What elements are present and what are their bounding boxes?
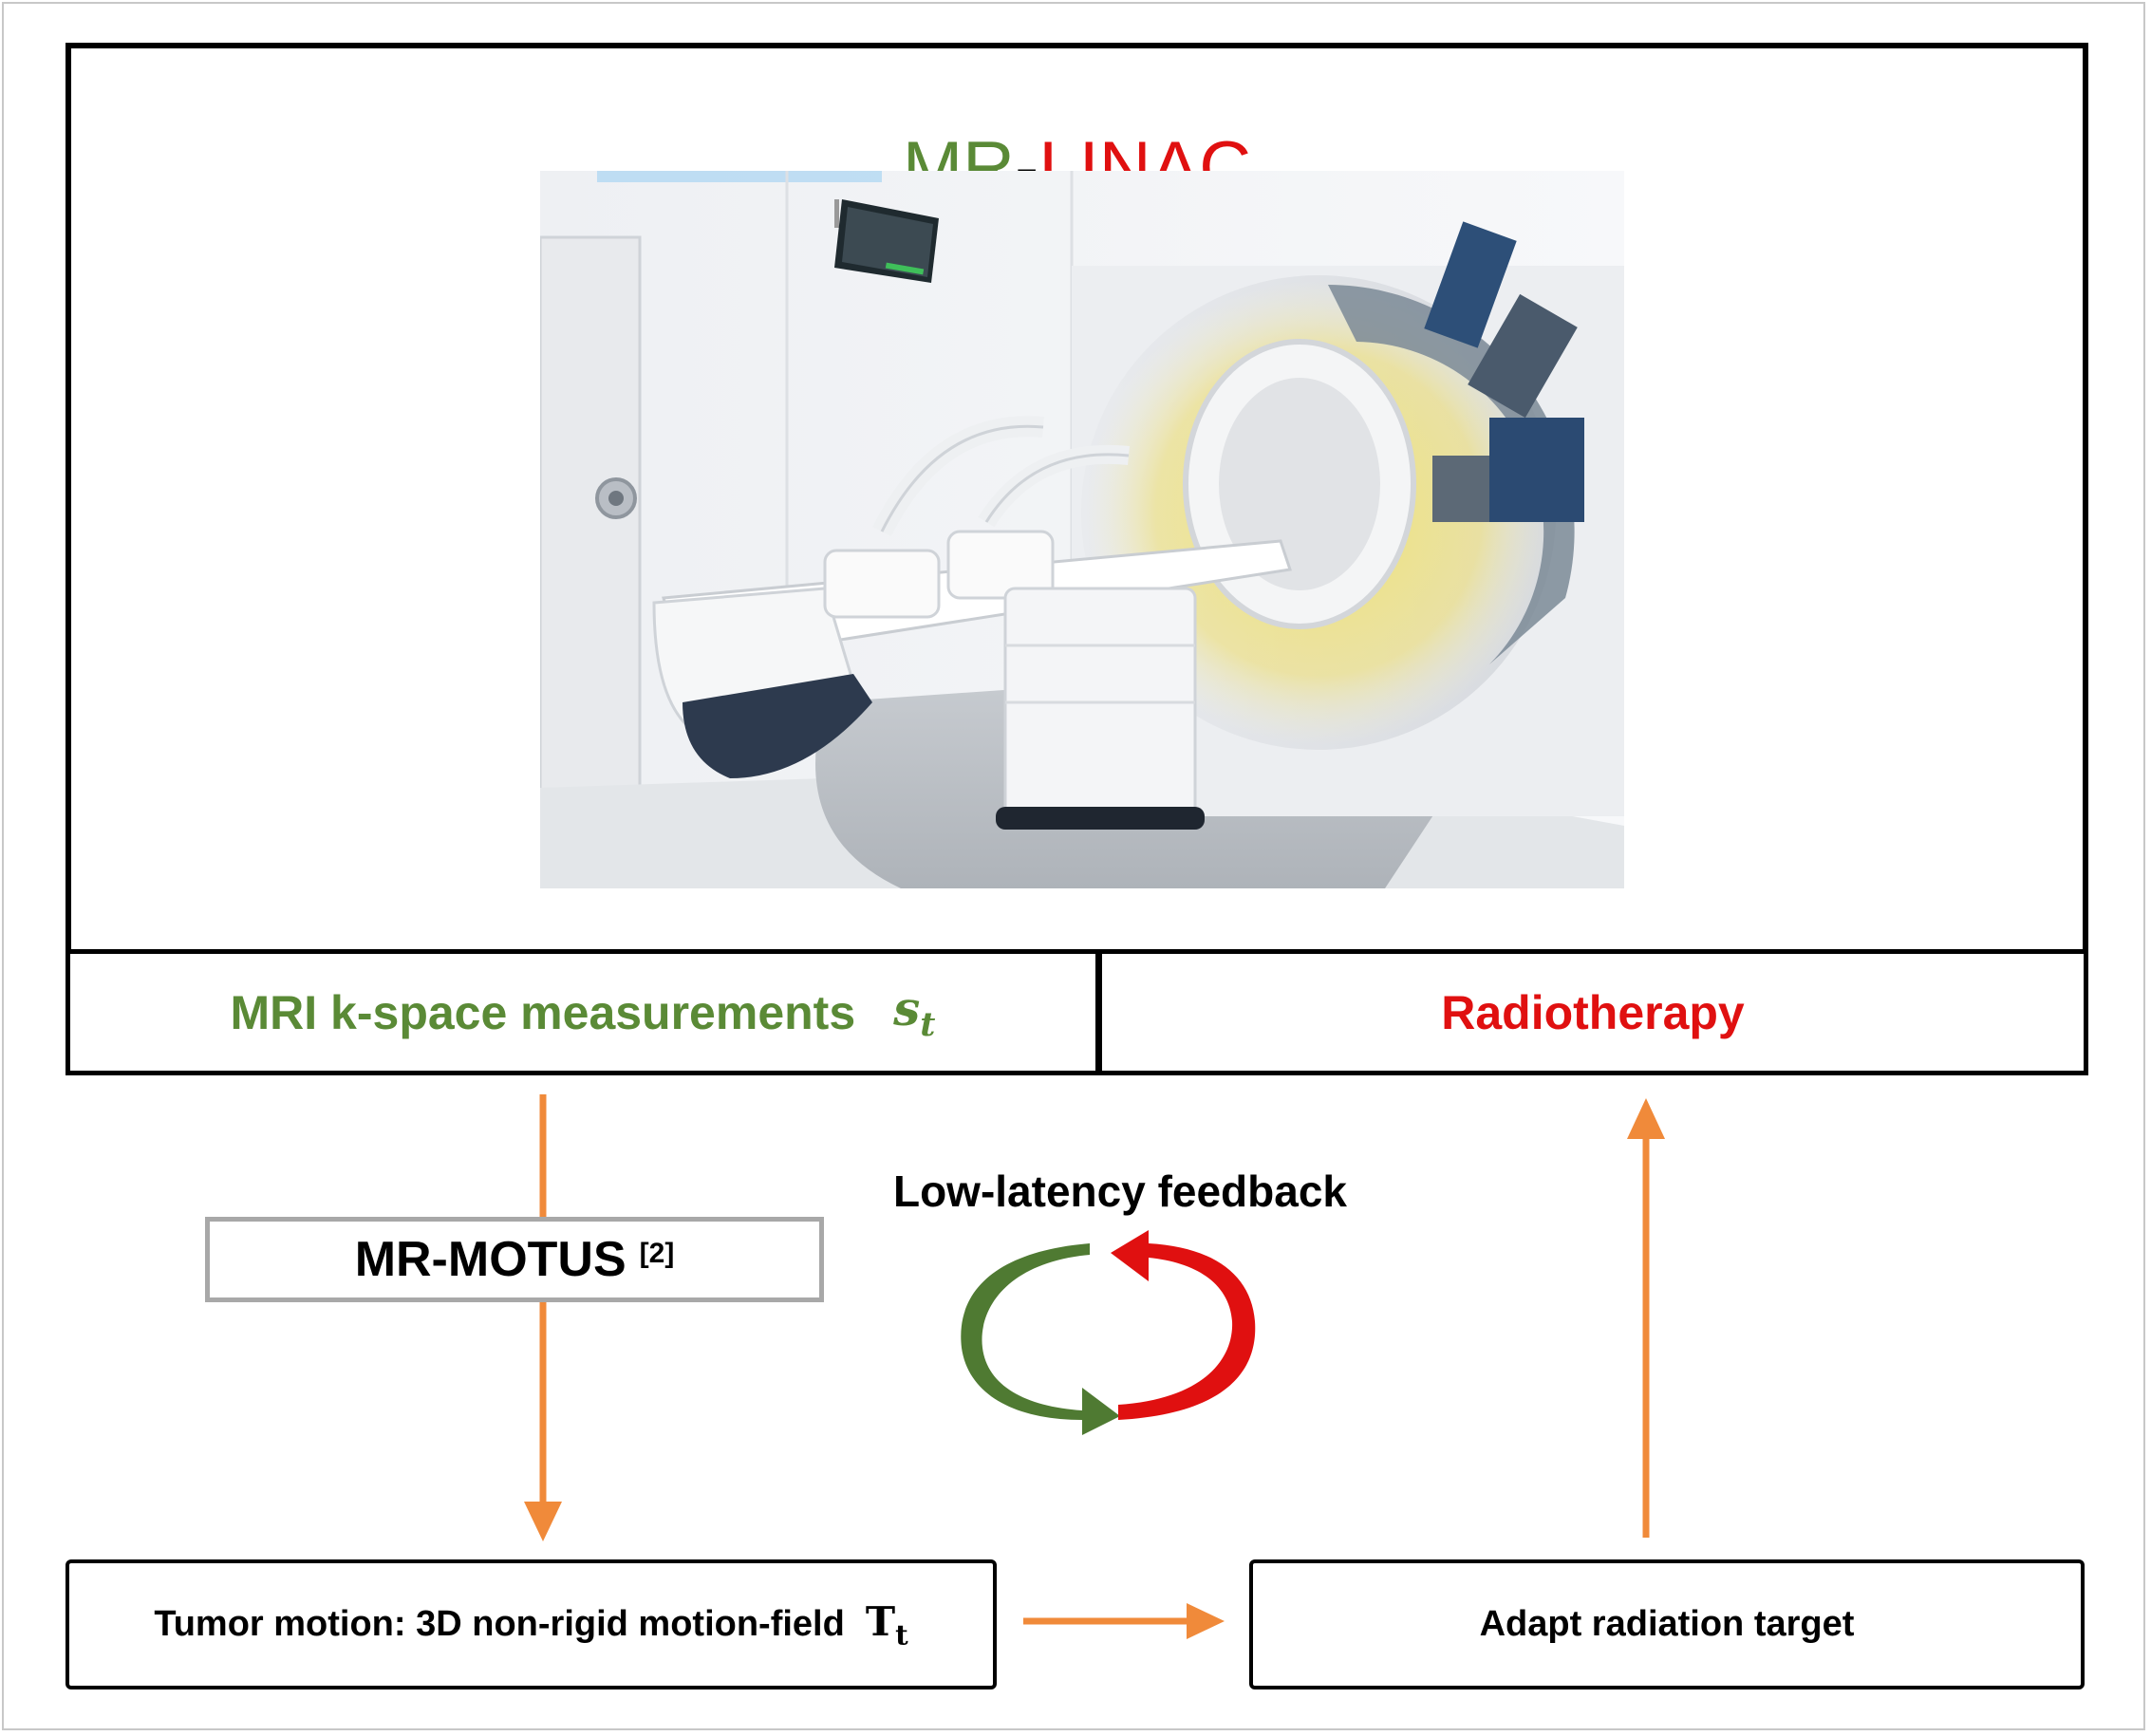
mri-measurements-label: MRI k-space measurements (230, 985, 856, 1039)
s-symbol: s (893, 980, 921, 1036)
tumor-motion-label: Tumor motion: 3D non-rigid motion-field (154, 1604, 845, 1644)
arrowhead-right (1187, 1603, 1225, 1639)
t-symbol: T (865, 1597, 896, 1645)
feedback-cycle-icon (961, 1230, 1256, 1435)
s-subscript: t (920, 1005, 936, 1044)
arrowhead-down (524, 1502, 562, 1541)
mr-linac-photo (540, 171, 1624, 888)
radiotherapy-cell: Radiotherapy (1097, 949, 2088, 1075)
adapt-target-label: Adapt radiation target (1479, 1604, 1855, 1644)
adapt-target-box: Adapt radiation target (1249, 1559, 2085, 1689)
mr-motus-ref: [2] (639, 1238, 675, 1269)
mr-motus-box: MR-MOTUS [2] (205, 1217, 824, 1302)
arrowhead-up (1627, 1098, 1665, 1139)
feedback-label: Low-latency feedback (892, 1167, 1348, 1216)
tumor-motion-box: Tumor motion: 3D non-rigid motion-field … (65, 1559, 997, 1689)
radiotherapy-label: Radiotherapy (1441, 985, 1745, 1039)
t-t-symbol: Tt (866, 1598, 908, 1651)
t-subscript: t (895, 1617, 908, 1652)
mr-motus-label: MR-MOTUS (354, 1232, 627, 1287)
mr-linac-illustration (540, 171, 1624, 888)
s-t-symbol: st (893, 980, 935, 1044)
